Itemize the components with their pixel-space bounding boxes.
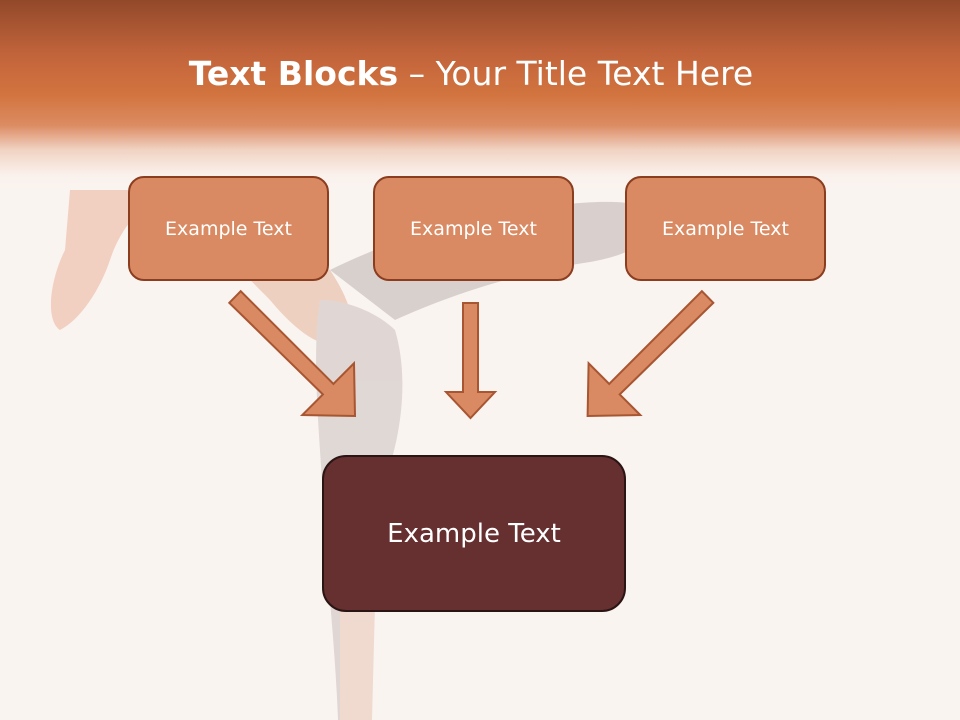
title-dash: – xyxy=(398,54,436,93)
text-block-left-label: Example Text xyxy=(165,217,292,240)
text-block-left[interactable]: Example Text xyxy=(128,176,329,281)
text-block-bottom-label: Example Text xyxy=(387,518,561,549)
text-block-middle[interactable]: Example Text xyxy=(373,176,574,281)
title-rest: Your Title Text Here xyxy=(435,54,754,93)
text-block-right[interactable]: Example Text xyxy=(625,176,826,281)
slide-title: Text Blocks – Your Title Text Here xyxy=(0,50,942,98)
text-block-bottom[interactable]: Example Text xyxy=(322,455,626,612)
text-block-right-label: Example Text xyxy=(662,217,789,240)
title-bold-part: Text Blocks xyxy=(188,54,399,93)
header-band xyxy=(0,0,960,190)
text-block-middle-label: Example Text xyxy=(410,217,537,240)
